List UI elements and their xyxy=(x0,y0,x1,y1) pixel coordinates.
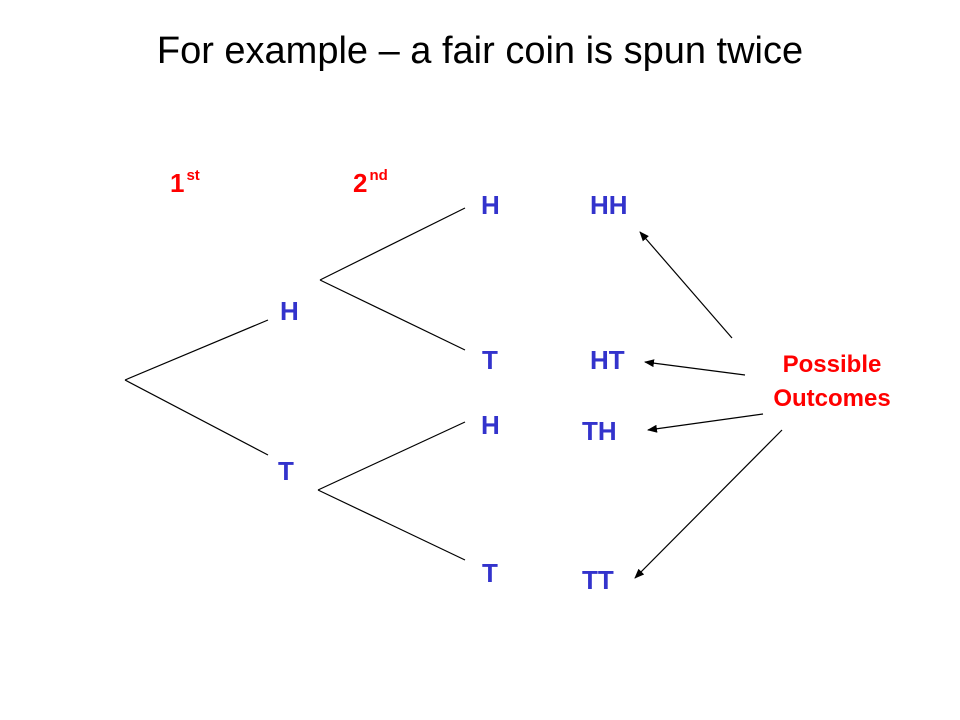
node-first-H: H xyxy=(280,296,299,326)
node-H-T: T xyxy=(482,345,498,375)
arrow-to-TT xyxy=(634,429,783,579)
header-second-number: 2 xyxy=(353,168,368,198)
node-T-H: H xyxy=(481,410,500,440)
branch-T-to-T xyxy=(317,489,466,561)
outcome-TT: TT xyxy=(582,565,614,595)
outcome-HH: HH xyxy=(590,190,628,220)
possible-outcomes-label: Possible Outcomes xyxy=(742,348,922,416)
arrow-to-HT xyxy=(644,359,746,376)
possible-outcomes-line2: Outcomes xyxy=(773,385,891,412)
node-first-T: T xyxy=(278,456,294,486)
outcome-TH: TH xyxy=(582,416,617,446)
header-first-number: 1 xyxy=(170,168,185,198)
slide-title: For example – a fair coin is spun twice xyxy=(156,30,804,72)
arrow-to-TH xyxy=(647,413,764,433)
node-H-H: H xyxy=(481,190,500,220)
arrow-to-HH xyxy=(639,231,733,339)
branch-H-to-H xyxy=(319,207,466,281)
node-T-T: T xyxy=(482,558,498,588)
possible-outcomes-line1: Possible xyxy=(782,351,882,378)
header-first-suffix: st xyxy=(186,167,200,184)
branch-T-to-H xyxy=(317,421,466,491)
header-second-suffix: nd xyxy=(369,167,388,184)
branch-H-to-T xyxy=(319,279,466,351)
branch-root-to-T xyxy=(124,379,269,456)
branch-root-to-H xyxy=(124,319,269,381)
outcome-HT: HT xyxy=(590,345,625,375)
